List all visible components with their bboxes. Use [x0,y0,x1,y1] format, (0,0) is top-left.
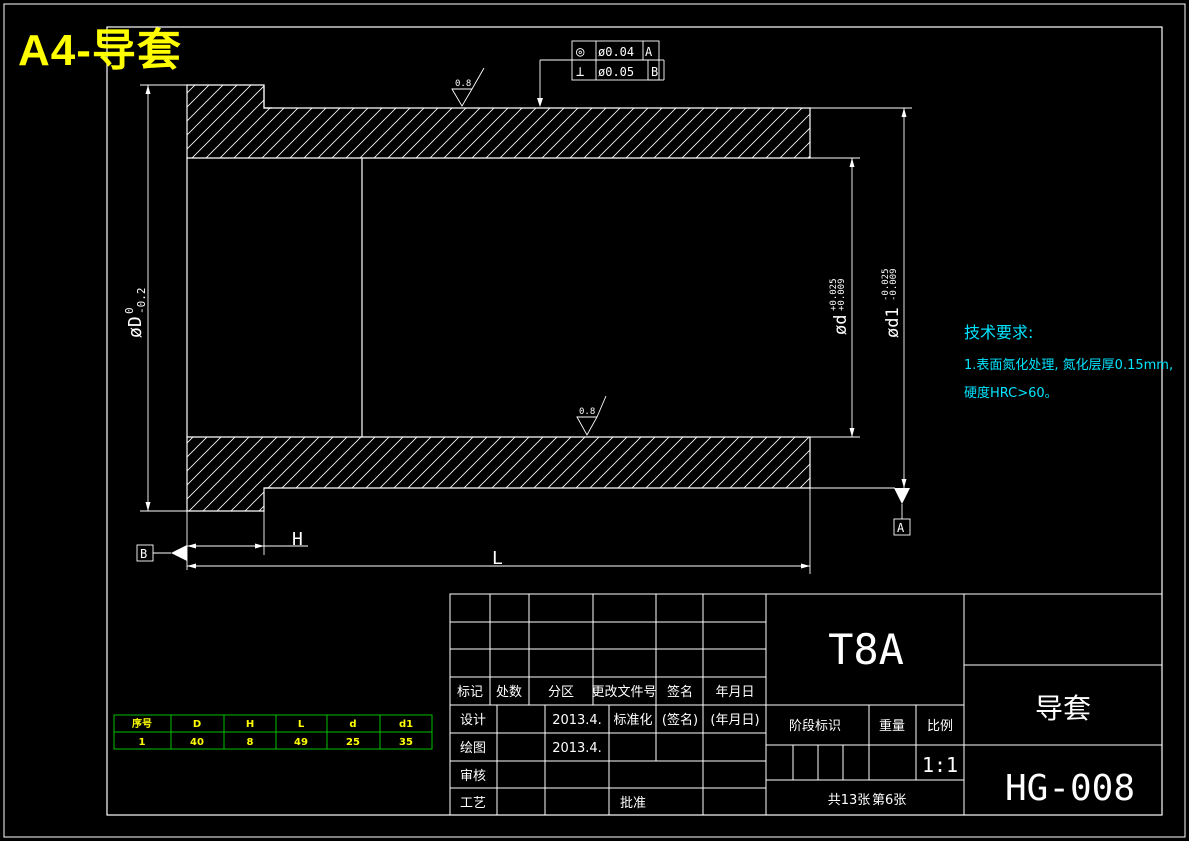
tech-heading: 技术要求: [964,323,1033,342]
tb-drawing-label: 绘图 [460,741,486,756]
dim-outer-diameter: øD 0 -0.2 [123,288,148,339]
parameter-table: 序号 D H L d d1 1 40 8 49 25 35 [113,714,433,750]
dim-outer-tol-upper: 0 [123,307,136,314]
param-header-no: 序号 [132,717,152,730]
param-header-d-outer: D [193,719,201,730]
tb-design-label: 设计 [460,713,486,728]
tb-craft-label: 工艺 [460,796,486,811]
tb-stage-label: 阶段标识 [789,719,841,734]
roughness-value-top: 0.8 [455,79,471,89]
dim-h-label: H [292,529,303,550]
param-header-h: H [246,719,254,730]
tb-scale-label: 比例 [927,719,953,734]
param-header-l: L [298,719,305,730]
top-wall-hatch [186,84,811,159]
tb-header-change-doc: 更改文件号 [591,685,656,700]
tb-drawing-number: HG-008 [1005,768,1135,809]
tb-date-placeholder: (年月日) [710,713,759,728]
outer-frame [3,3,1186,838]
tb-header-count: 处数 [496,685,522,700]
tb-approve-label: 批准 [620,796,646,811]
gdt-row2-value: ø0.05 [598,65,634,79]
bottom-wall-hatch [186,436,811,512]
tb-drawing-date: 2013.4. [552,741,602,756]
gdt-frame: ◎ ø0.04 A ⊥ ø0.05 B [537,40,665,107]
sheet-title: A4-导套 [18,26,182,75]
dim-shaft-tol-lower: -0.009 [889,268,899,301]
param-value-d1: 35 [399,737,413,748]
dim-bore-tol-upper: +0.025 [829,278,839,311]
dim-bore-label: ød [831,315,851,335]
gdt-row1-value: ø0.04 [598,45,634,59]
gdt-row1-datum: A [645,45,653,59]
dim-outer-label: øD [125,316,146,338]
tb-design-date: 2013.4. [552,713,602,728]
datum-b-label: B [140,547,147,561]
tb-total-sheets: 共13张 [828,793,871,808]
param-value-h: 8 [247,737,254,748]
tb-weight-label: 重量 [879,718,905,734]
tb-check-label: 审核 [460,769,486,784]
gdt-concentricity-icon: ◎ [576,44,585,60]
param-value-no: 1 [139,737,146,748]
dim-l-label: L [492,548,503,569]
datum-a-label: A [897,521,905,535]
dim-shaft-label: ød1 [883,307,903,338]
tb-header-zone: 分区 [548,685,574,700]
tech-line-2: 硬度HRC>60。 [964,385,1058,401]
tb-part-name: 导套 [1035,692,1091,725]
datum-b: B [136,544,187,562]
tb-sign-placeholder: (签名) [662,712,698,728]
tb-scale-value: 1:1 [922,753,958,777]
dimension-arrows [145,85,907,569]
tb-header-mark: 标记 [457,685,483,700]
roughness-value-bore: 0.8 [579,407,595,417]
datum-a: A [893,488,911,536]
dim-shaft-tol-upper: -0.025 [881,268,891,301]
technical-requirements: 技术要求: 1.表面氮化处理, 氮化层厚0.15mm, 硬度HRC>60。 [964,323,1173,401]
param-header-d1: d1 [399,719,413,730]
roughness-symbol-bore: 0.8 [576,395,607,436]
roughness-symbol-top: 0.8 [451,67,485,107]
part-section [186,84,811,512]
bore-step [186,158,363,437]
param-value-l: 49 [294,737,308,748]
title-block: 标记 处数 分区 更改文件号 签名 年月日 设计 2013.4. 标准化 (签名… [449,593,1163,816]
dim-shaft-diameter: ød1 -0.025 -0.009 [881,268,903,338]
dim-outer-tol-lower: -0.2 [135,288,148,315]
tb-standardize-label: 标准化 [613,713,652,728]
param-header-d: d [349,719,356,730]
gdt-row2-datum: B [651,65,658,79]
dim-bore-tol-lower: +0.009 [837,278,847,311]
tb-material: T8A [828,625,904,674]
param-value-d-outer: 40 [190,737,204,748]
tech-line-1: 1.表面氮化处理, 氮化层厚0.15mm, [964,358,1173,373]
tb-sheet-number: 第6张 [872,793,906,808]
param-value-d: 25 [346,737,360,748]
gdt-perpendicularity-icon: ⊥ [576,64,584,80]
tb-header-date: 年月日 [715,685,754,700]
tb-header-signature: 签名 [667,684,693,700]
dim-bore-diameter: ød +0.025 +0.009 [829,278,851,335]
